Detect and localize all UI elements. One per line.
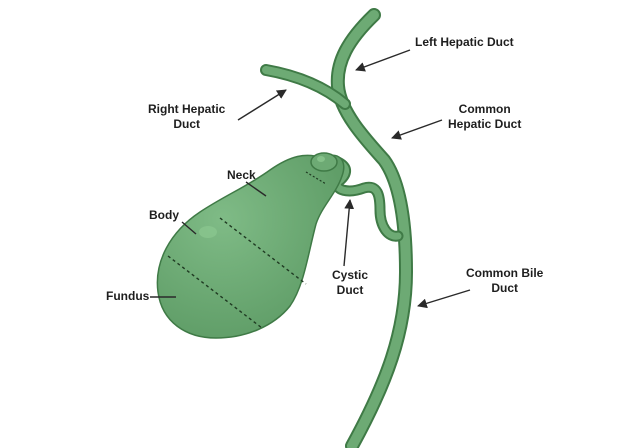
label-common-bile-duct: Common Bile Duct [466, 266, 543, 296]
label-body: Body [149, 208, 179, 223]
label-right-hepatic-duct: Right Hepatic Duct [148, 102, 225, 132]
arrow-cystic-duct [344, 200, 350, 266]
label-fundus: Fundus [106, 289, 149, 304]
neck-highlight [317, 156, 325, 162]
gallbladder-neck-bulb [311, 153, 337, 171]
label-common-hepatic-duct: Common Hepatic Duct [448, 102, 521, 132]
gallbladder-highlight [199, 226, 217, 238]
label-left-hepatic-duct: Left Hepatic Duct [415, 35, 514, 50]
common-bile-duct [338, 15, 406, 446]
arrow-common-bile-duct [418, 290, 470, 306]
arrow-left-hepatic-duct [356, 50, 410, 70]
label-cystic-duct: Cystic Duct [332, 268, 368, 298]
label-neck: Neck [227, 168, 256, 183]
arrow-common-hepatic-duct [392, 120, 442, 138]
arrow-right-hepatic-duct [238, 90, 286, 120]
